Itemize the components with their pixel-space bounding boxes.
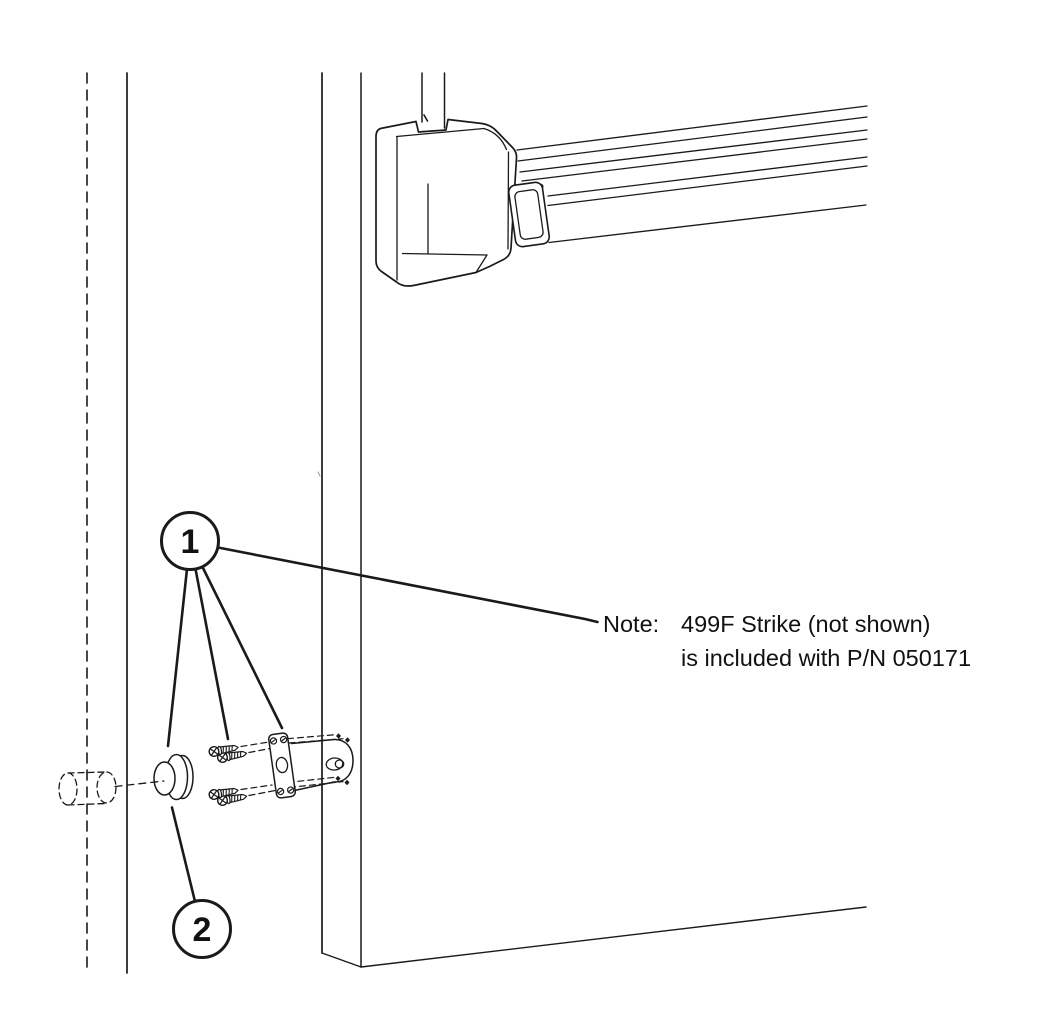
faceplate-center-hole [275, 756, 289, 774]
bar-line [516, 105, 868, 151]
callout-2-leader [170, 806, 197, 903]
note-line-1: 499F Strike (not shown) [681, 611, 930, 637]
note: Note: 499F Strike (not shown) is include… [603, 611, 971, 671]
mounting-screws-bottom [207, 784, 249, 807]
callout-1-number: 1 [181, 523, 200, 561]
dust-cup-face [153, 761, 176, 796]
push-bar [516, 105, 868, 244]
door-panel [317, 72, 867, 968]
bar-line [547, 156, 868, 197]
device-head-outline [375, 118, 518, 287]
faceplate-screw-holes [269, 735, 295, 796]
door-surface-tick [317, 471, 321, 477]
bar-line [519, 129, 868, 173]
note-label: Note: [603, 611, 659, 637]
door-bottom-edge [321, 906, 867, 968]
dust-cup [153, 753, 194, 801]
frame-hole-front-ellipse [96, 771, 117, 804]
rod-clip [423, 114, 429, 122]
frame-hole-hidden-outline [58, 771, 117, 806]
latch-slot-pin [334, 759, 345, 769]
door-frame [58, 72, 128, 974]
callout-2: 2 [170, 806, 232, 959]
latch-bolt-body [290, 738, 354, 792]
callout-1: 1 [160, 511, 599, 748]
device-end-button [507, 181, 551, 248]
screw-axis-lines [240, 740, 284, 797]
callout-2-circle [172, 899, 232, 959]
alignment-centerline-dashed [114, 780, 165, 788]
exit-device [375, 72, 868, 287]
bar-line [548, 204, 867, 244]
note-line-2: is included with P/N 050171 [681, 645, 971, 671]
latch-slot [325, 757, 344, 771]
vertical-rod [421, 72, 446, 129]
device-head-detail-lines [395, 127, 510, 281]
bar-line [517, 116, 868, 162]
latch-assembly [114, 732, 354, 807]
frame-hole-back-ellipse [58, 772, 78, 806]
callout-1-note-leader [216, 546, 599, 624]
callout-1-leaders [166, 546, 599, 748]
bar-line [547, 165, 868, 207]
callout-1-circle [160, 511, 220, 571]
bar-line [521, 138, 868, 182]
callout-2-number: 2 [193, 911, 212, 949]
mounting-screws-top [207, 741, 249, 764]
faceplate [267, 732, 297, 799]
